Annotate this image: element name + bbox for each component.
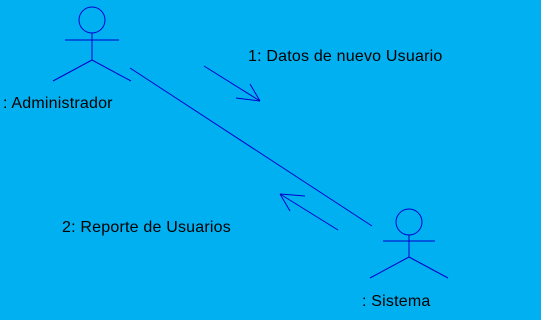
message-2-arrow-head-lower (279, 193, 291, 212)
actor-administrador-right-leg (91, 59, 132, 82)
actor-administrador-head (78, 6, 106, 34)
actor-sistema-figure (369, 208, 449, 279)
actor-sistema-right-leg (408, 256, 449, 279)
message-1-arrow-head-upper (249, 83, 261, 102)
message-2-arrow-shaft (279, 193, 339, 231)
message-1-arrow-shaft (203, 65, 261, 102)
association-link (129, 67, 373, 227)
actor-administrador-left-leg (52, 59, 93, 82)
message-2-label: 2: Reporte de Usuarios (62, 219, 231, 236)
actor-sistema-label: : Sistema (362, 293, 431, 310)
message-2-arrow-head-upper (279, 193, 306, 197)
message-2-arrow (279, 193, 339, 231)
actor-administrador-label: : Administrador (3, 95, 113, 112)
message-1-arrow-head-lower (235, 97, 261, 102)
actor-sistema-head (395, 208, 423, 236)
message-1-arrow (203, 65, 261, 102)
actor-sistema-left-leg (369, 256, 410, 279)
message-1-label: 1: Datos de nuevo Usuario (248, 48, 443, 65)
actor-administrador-figure (52, 6, 132, 82)
